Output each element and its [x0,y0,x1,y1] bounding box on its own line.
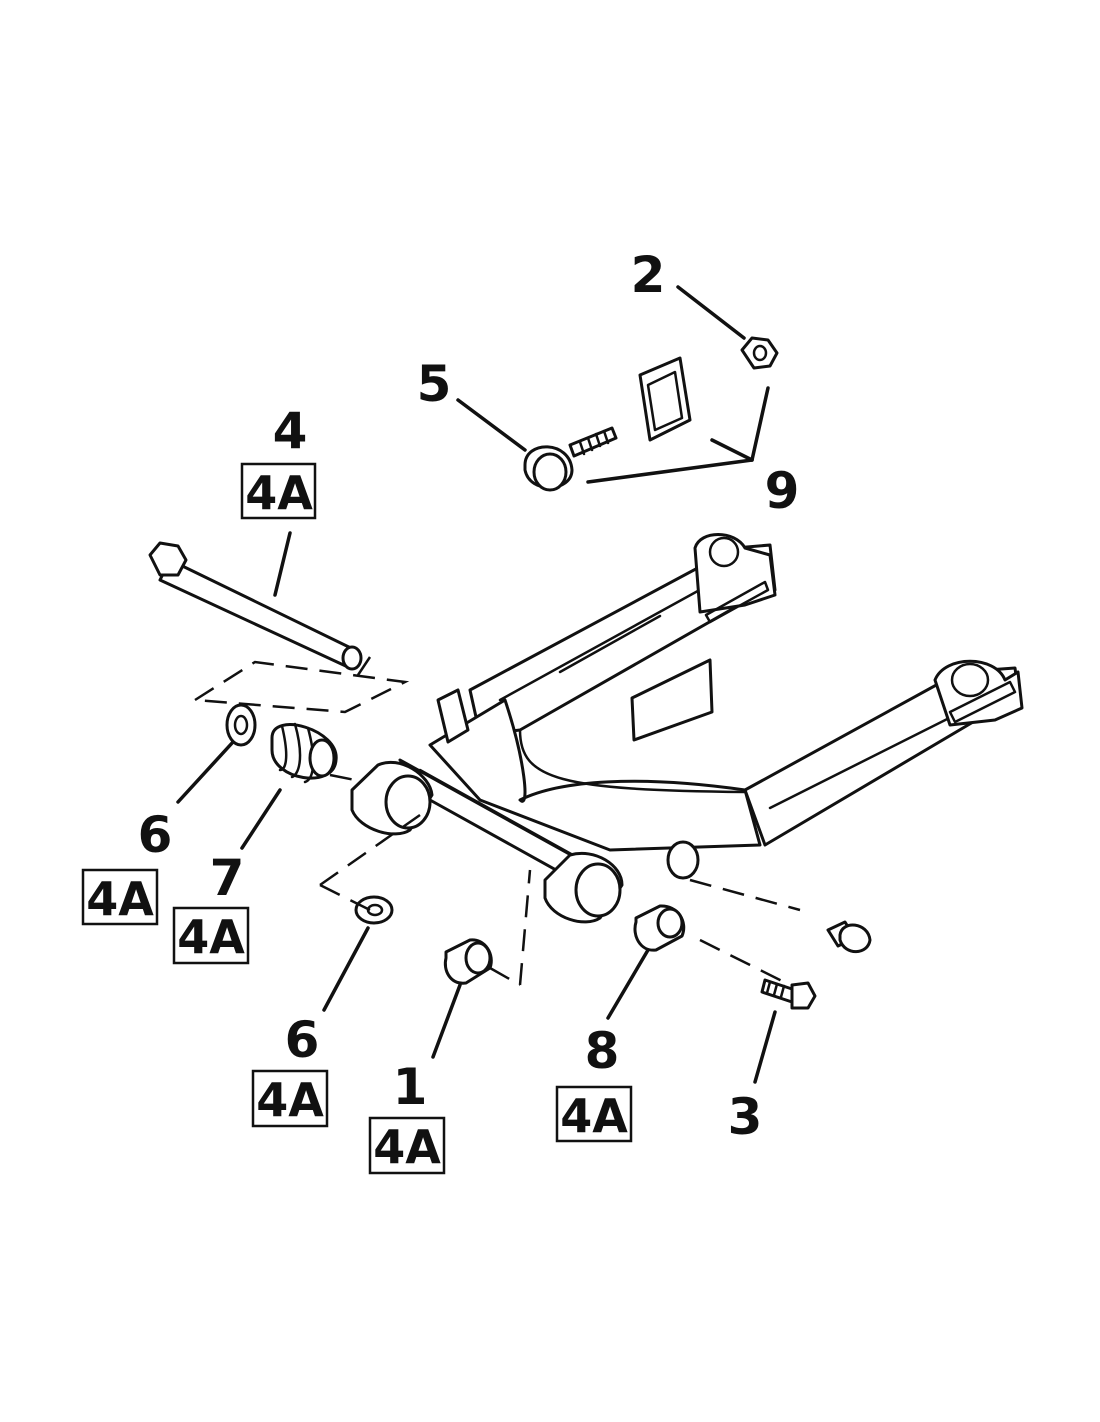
bolt-3 [760,978,817,1010]
callout-2: 2 [631,246,666,304]
callout-5: 5 [417,355,452,413]
leader-lines [176,285,777,1084]
callout-number: 2 [631,246,666,304]
callout-ref-box: 4A [373,1120,441,1174]
callout-ref-box: 4A [560,1089,628,1143]
callout-6-upper: 6 4A [81,806,173,926]
callout-ref-box: 4A [177,910,245,964]
callout-ref-box: 4A [86,872,154,926]
cap-screw [826,920,872,954]
callout-ref-box: 4A [245,466,313,520]
pivot-shaft-4 [148,541,363,671]
callout-1: 1 4A [368,1058,446,1175]
callout-number: 4 [273,402,308,460]
spacer-1 [443,938,493,985]
callout-number: 1 [393,1058,428,1116]
callout-number: 5 [417,355,452,413]
adjuster-plate-9 [638,356,692,442]
callout-4: 4 4A [240,402,317,520]
adjuster-bolt-5 [523,426,618,492]
washer-6-lower [354,895,394,925]
callout-3: 3 [728,1088,763,1146]
callout-number: 8 [585,1022,620,1080]
callout-ref-box: 4A [256,1073,324,1127]
callout-number: 3 [728,1088,763,1146]
callout-6-lower: 6 4A [251,1011,329,1128]
bushing-7 [270,722,338,784]
spacer-8 [633,904,686,952]
assembly-lines [194,656,801,987]
swingarm [350,533,1024,924]
callout-number: 6 [138,806,173,864]
callout-number: 6 [285,1011,320,1069]
washer-6-upper [225,703,257,747]
callout-7: 7 4A [172,849,250,965]
callout-number: 9 [765,462,800,520]
nut-2 [740,336,779,370]
callout-number: 7 [210,849,245,907]
callout-8: 8 4A [555,1022,633,1143]
callout-9: 9 [765,462,800,520]
